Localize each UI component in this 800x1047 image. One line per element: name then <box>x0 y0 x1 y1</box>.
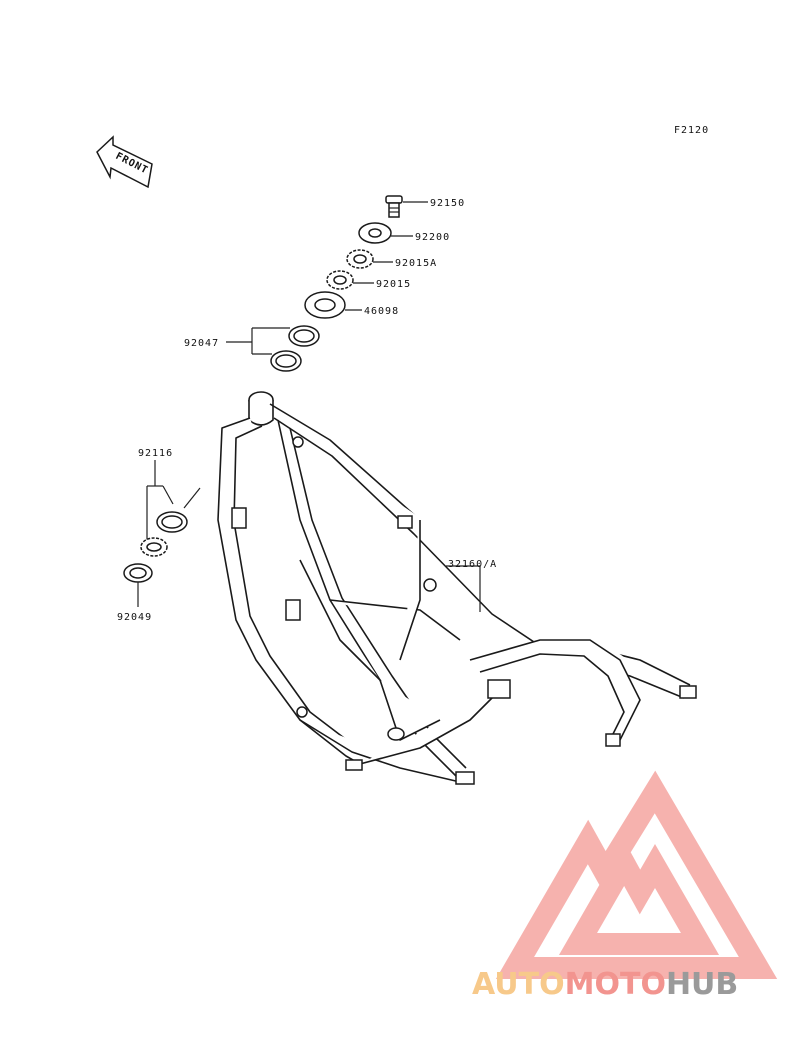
label-92150: 92150 <box>430 198 465 209</box>
brand-auto: AUTO <box>472 967 565 1002</box>
washer-92200 <box>358 222 413 244</box>
label-92015: 92015 <box>376 279 411 290</box>
cap-46098 <box>304 291 362 319</box>
bolt-92150 <box>385 195 428 218</box>
motorcycle-frame <box>217 391 697 785</box>
brand-moto: MOTO <box>565 967 666 1002</box>
bearing-92116-upper <box>156 511 188 533</box>
label-92200: 92200 <box>415 232 450 243</box>
svg-text:AUTOMOTOHUB: AUTOMOTOHUB <box>472 967 738 1002</box>
bearing-92047-upper <box>288 325 320 347</box>
label-92015a: 92015A <box>395 258 437 269</box>
bearing-92047-lower <box>270 350 302 372</box>
seal-92049 <box>123 563 153 607</box>
bearing-92116-lower <box>140 537 168 557</box>
nut-92015 <box>326 270 374 290</box>
leader-92047 <box>226 327 290 355</box>
front-arrow-icon: FRONT <box>96 135 153 189</box>
brand-hub: HUB <box>666 967 738 1002</box>
label-32160a: 32160/A <box>448 559 497 570</box>
label-92047: 92047 <box>184 338 219 349</box>
label-92116: 92116 <box>138 448 173 459</box>
leader-92116 <box>146 460 201 540</box>
leader-32160a <box>446 565 481 612</box>
nut-92015a <box>346 249 393 269</box>
watermark-logo-icon <box>495 770 778 979</box>
figure-code: F2120 <box>674 125 709 136</box>
label-46098: 46098 <box>364 306 399 317</box>
label-92049: 92049 <box>117 612 152 623</box>
watermark-brand: AUTOMOTOHUB <box>472 967 738 1002</box>
